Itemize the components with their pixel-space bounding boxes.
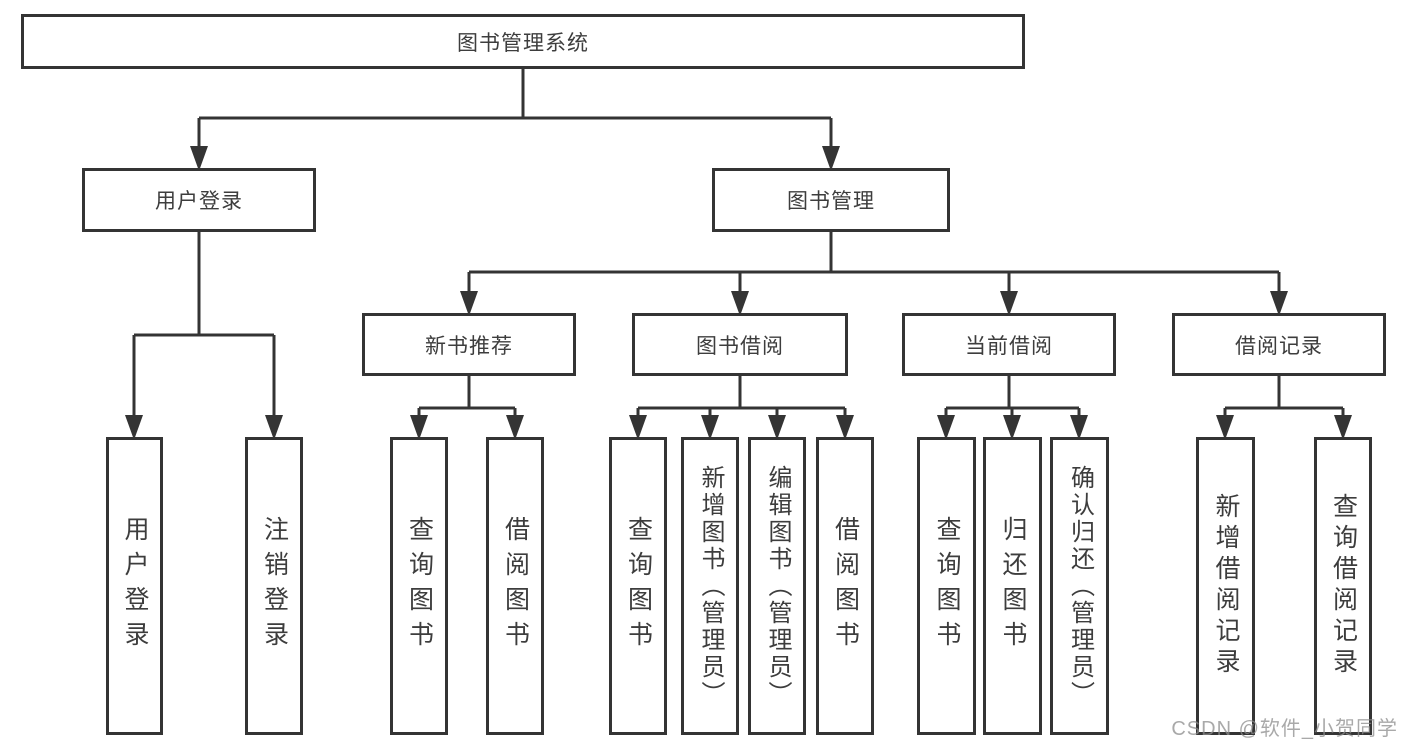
leaf-query-books-recommend: 查询图书 <box>390 437 448 735</box>
leaf-query-borrow-record: 查询借阅记录 <box>1314 437 1372 735</box>
leaf-return-books-label: 归还图书 <box>999 516 1027 656</box>
leaf-logout-label: 注销登录 <box>260 516 289 656</box>
leaf-add-borrow-record-label: 新增借阅记录 <box>1212 493 1240 679</box>
leaf-add-borrow-record: 新增借阅记录 <box>1196 437 1255 735</box>
node-book-management: 图书管理 <box>712 168 950 232</box>
node-new-book-recommend: 新书推荐 <box>362 313 576 376</box>
node-current-borrow: 当前借阅 <box>902 313 1116 376</box>
node-book-management-label: 图书管理 <box>787 190 875 213</box>
leaf-borrow-books-recommend-label: 借阅图书 <box>501 516 530 656</box>
node-root-label: 图书管理系统 <box>457 31 589 55</box>
leaf-query-borrow-record-label: 查询借阅记录 <box>1329 493 1358 679</box>
node-new-book-recommend-label: 新书推荐 <box>425 334 513 358</box>
leaf-logout: 注销登录 <box>245 437 303 735</box>
leaf-user-login-label: 用户登录 <box>121 516 149 656</box>
node-user-login-label: 用户登录 <box>155 190 243 213</box>
node-user-login: 用户登录 <box>82 168 316 232</box>
leaf-edit-book-admin: 编辑图书（管理员） <box>748 437 806 735</box>
leaf-add-book-admin-label: 新增图书（管理员） <box>697 464 724 708</box>
node-book-borrow-label: 图书借阅 <box>696 334 784 358</box>
node-root: 图书管理系统 <box>21 14 1025 69</box>
leaf-borrow-books-borrow: 借阅图书 <box>816 437 874 735</box>
leaf-return-books: 归还图书 <box>983 437 1042 735</box>
leaf-confirm-return-admin: 确认归还（管理员） <box>1050 437 1109 735</box>
node-borrow-records: 借阅记录 <box>1172 313 1386 376</box>
leaf-borrow-books-recommend: 借阅图书 <box>486 437 544 735</box>
leaf-borrow-books-borrow-label: 借阅图书 <box>831 516 860 656</box>
leaf-query-books-borrow: 查询图书 <box>609 437 667 735</box>
leaf-query-books-recommend-label: 查询图书 <box>405 516 434 656</box>
leaf-edit-book-admin-label: 编辑图书（管理员） <box>764 464 791 708</box>
leaf-query-books-current: 查询图书 <box>917 437 976 735</box>
leaf-add-book-admin: 新增图书（管理员） <box>681 437 739 735</box>
leaf-query-books-current-label: 查询图书 <box>933 516 961 656</box>
leaf-user-login: 用户登录 <box>106 437 163 735</box>
node-borrow-records-label: 借阅记录 <box>1235 334 1323 358</box>
csdn-watermark: CSDN @软件_小贺同学 <box>1171 718 1398 740</box>
connector-paths <box>132 69 1345 431</box>
leaf-query-books-borrow-label: 查询图书 <box>624 516 653 656</box>
leaf-confirm-return-admin-label: 确认归还（管理员） <box>1066 464 1094 708</box>
node-current-borrow-label: 当前借阅 <box>965 334 1053 358</box>
node-book-borrow: 图书借阅 <box>632 313 848 376</box>
